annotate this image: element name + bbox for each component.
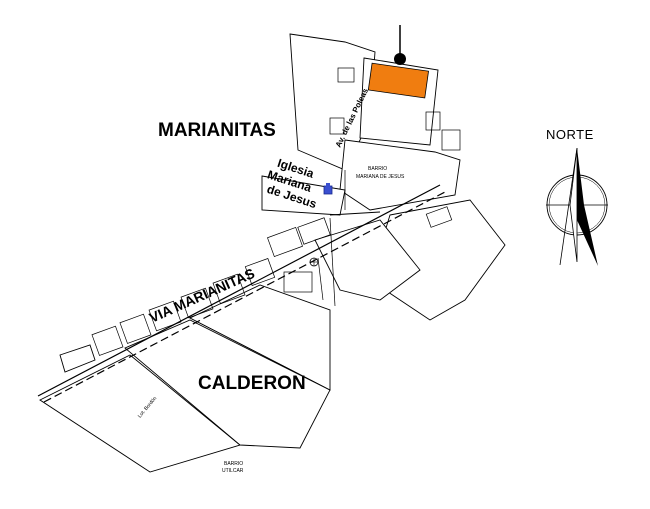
main-road bbox=[37, 184, 446, 403]
barrio-utilcar-label-2: UTILCAR bbox=[222, 468, 244, 474]
barrio-utilcar-label-1: BARRIO bbox=[224, 461, 243, 467]
sector-label-calderon: CALDERON bbox=[198, 373, 306, 394]
map-pin-icon bbox=[394, 25, 406, 65]
road-side-lots bbox=[91, 67, 461, 356]
block-church bbox=[261, 175, 346, 216]
block-center-plaza bbox=[314, 219, 421, 301]
block-west-strip bbox=[59, 344, 96, 373]
barrio-mariana-label-1: BARRIO bbox=[368, 166, 387, 172]
church-label: Iglesia Mariana de Jesus bbox=[265, 156, 318, 211]
church-icon bbox=[323, 183, 333, 195]
highlighted-lot bbox=[367, 62, 429, 99]
secondary-streets bbox=[189, 170, 346, 391]
compass-label: NORTE bbox=[546, 127, 594, 142]
north-arrow-icon: NORTE bbox=[546, 127, 608, 266]
block-calderon-central bbox=[124, 319, 331, 449]
sector-label-marianitas: MARIANITAS bbox=[158, 120, 276, 141]
plaza-detail bbox=[309, 257, 319, 267]
barrio-mariana-label-2: MARIANA DE JESUS bbox=[356, 174, 405, 180]
block-outlines bbox=[39, 33, 506, 473]
